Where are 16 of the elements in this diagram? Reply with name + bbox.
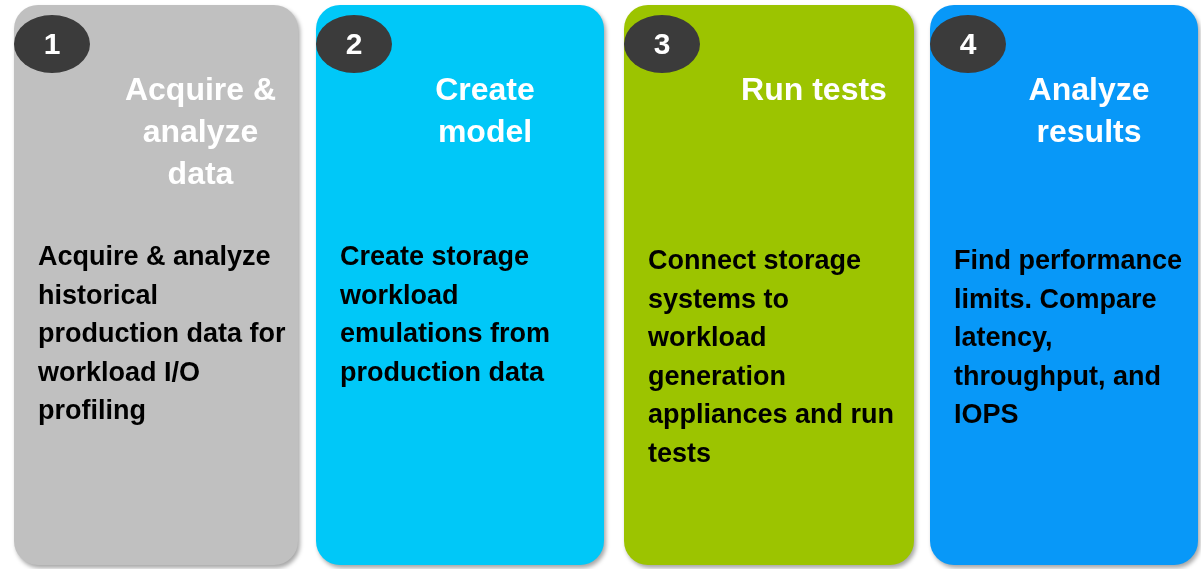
step-card [14,5,298,565]
step-title: Run tests [740,70,888,109]
step-title: Acquire & analyze data [123,70,278,193]
step-number: 3 [624,15,700,73]
step-description: Acquire & analyze historical production data for workload I/O profiling [38,240,287,427]
step-card [316,5,604,565]
step-description: Find performance limits. Compare latency, throughput, and IOPS [954,244,1184,431]
step-title: Analyze results [1027,70,1151,151]
step-card [930,5,1198,565]
step-number: 2 [316,15,392,73]
step-title: Create model [434,70,536,151]
step-description: Create storage workload emulations from production data [340,240,552,389]
step-number: 4 [930,15,1006,73]
step-card [624,5,914,565]
step-number: 1 [14,15,90,73]
step-description: Connect storage systems to workload generation appliances and run tests [648,244,896,470]
